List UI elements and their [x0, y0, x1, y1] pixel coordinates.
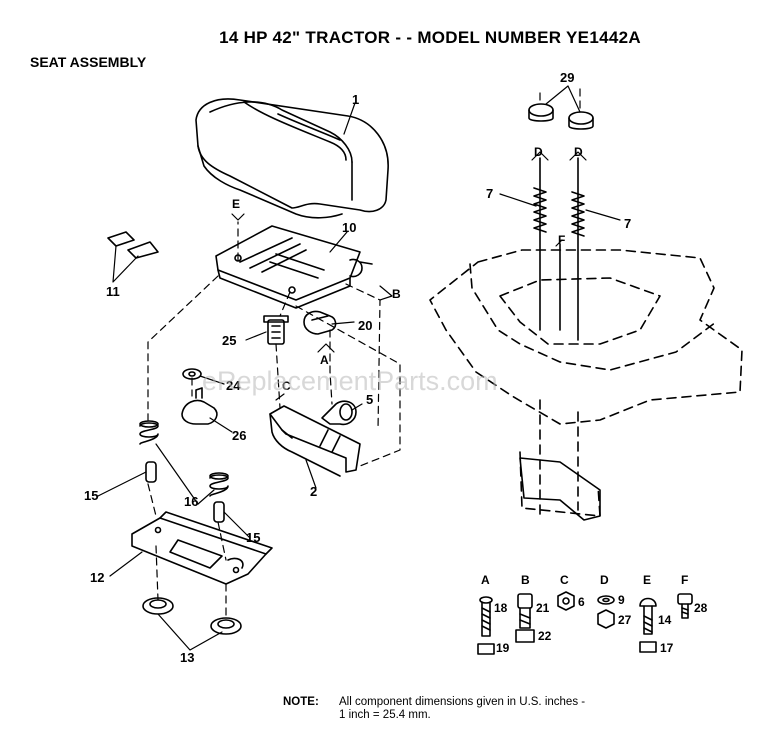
- callout-7a: 7: [486, 186, 493, 201]
- letter-a-mid: A: [320, 353, 329, 367]
- seat-support-bracket[interactable]: [269, 405, 361, 477]
- letter-d-left: D: [534, 145, 543, 159]
- callout-2: 2: [310, 484, 317, 499]
- callout-labels: 1 10 11 20 25 24 26 5 2 15 16 15 12 13 2…: [84, 70, 708, 665]
- hw-part-19: 19: [496, 641, 510, 655]
- reference-markers: [231, 151, 587, 401]
- caps[interactable]: [528, 103, 594, 130]
- assembly-lines: [147, 87, 581, 619]
- hw-part-28: 28: [694, 601, 708, 615]
- seat-pads[interactable]: [107, 231, 159, 259]
- callout-5: 5: [366, 392, 373, 407]
- hw-letter-a: A: [481, 573, 490, 587]
- callout-15b: 15: [246, 530, 260, 545]
- bolt-f[interactable]: [677, 593, 693, 619]
- watermark-text: eReplacementParts.com: [202, 366, 498, 396]
- callout-1: 1: [352, 92, 359, 107]
- section-title: SEAT ASSEMBLY: [30, 54, 147, 70]
- hw-part-6: 6: [578, 595, 585, 609]
- clamp[interactable]: [321, 400, 357, 426]
- hw-letter-e: E: [643, 573, 651, 587]
- adjustment-knob[interactable]: [181, 387, 218, 425]
- spacer-b[interactable]: [515, 593, 535, 643]
- callout-16: 16: [184, 494, 198, 509]
- hw-part-22: 22: [538, 629, 552, 643]
- tractor-frame: [429, 249, 743, 521]
- hw-part-21: 21: [536, 601, 550, 615]
- clip[interactable]: [303, 310, 337, 335]
- letter-e-top: E: [232, 197, 240, 211]
- letter-f-mid: F: [558, 233, 565, 247]
- callout-10: 10: [342, 220, 356, 235]
- callout-15a: 15: [84, 488, 98, 503]
- hw-letter-c: C: [560, 573, 569, 587]
- hardware-legend: [477, 591, 693, 655]
- callout-26: 26: [232, 428, 246, 443]
- callout-7b: 7: [624, 216, 631, 231]
- nut-c[interactable]: [557, 591, 575, 611]
- bolt-a[interactable]: [477, 596, 495, 655]
- hw-part-14: 14: [658, 613, 672, 627]
- callout-20: 20: [358, 318, 372, 333]
- hw-letter-f: F: [681, 573, 688, 587]
- washer-d[interactable]: [597, 595, 615, 629]
- hw-part-27: 27: [618, 613, 632, 627]
- leader-lines: [97, 85, 621, 651]
- callout-11: 11: [106, 284, 120, 299]
- tension-springs[interactable]: [533, 157, 585, 341]
- letter-b-side: B: [392, 287, 401, 301]
- grommets[interactable]: [142, 597, 242, 635]
- callout-25: 25: [222, 333, 236, 348]
- page-title: 14 HP 42" TRACTOR - - MODEL NUMBER YE144…: [219, 28, 641, 47]
- hw-letter-b: B: [521, 573, 530, 587]
- hw-part-9: 9: [618, 593, 625, 607]
- note-line-1: All component dimensions given in U.S. i…: [339, 696, 586, 708]
- callout-12: 12: [90, 570, 104, 585]
- base-bracket[interactable]: [131, 511, 273, 585]
- callout-13: 13: [180, 650, 194, 665]
- springs[interactable]: [139, 420, 229, 497]
- bolt-e[interactable]: [639, 597, 657, 653]
- callout-29: 29: [560, 70, 574, 85]
- frame-rear-bracket: [519, 457, 601, 521]
- shoulder-bolt[interactable]: [263, 315, 289, 345]
- hw-part-17: 17: [660, 641, 674, 655]
- seat-cushion[interactable]: [195, 98, 389, 219]
- note-label: NOTE:: [283, 696, 319, 708]
- hw-letter-d: D: [600, 573, 609, 587]
- hw-part-18: 18: [494, 601, 508, 615]
- letter-c-mid: C: [282, 379, 291, 393]
- seat-pan[interactable]: [215, 225, 373, 309]
- callout-24: 24: [226, 378, 241, 393]
- note-line-2: 1 inch = 25.4 mm.: [339, 709, 431, 721]
- letter-d-right: D: [574, 145, 583, 159]
